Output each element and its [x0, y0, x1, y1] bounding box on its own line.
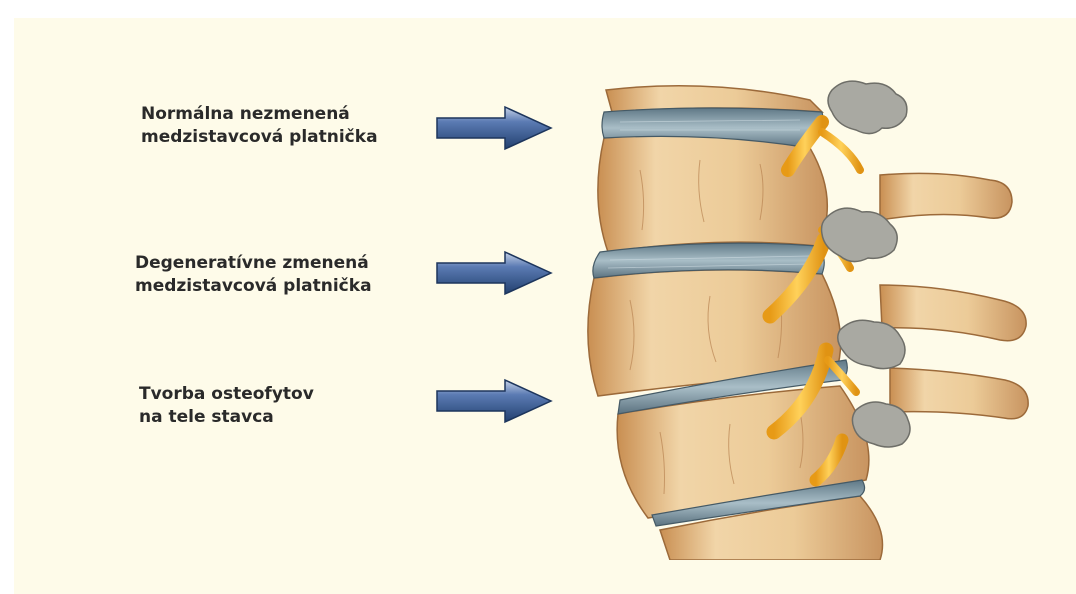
arrow-right-icon — [435, 378, 555, 424]
label-degenerated-disc-line2: medzistavcová platnička — [135, 275, 372, 298]
label-normal-disc-line1: Normálna nezmenená — [141, 103, 378, 126]
label-osteophytes: Tvorba osteofytov na tele stavca — [139, 383, 314, 429]
spine-illustration — [560, 60, 1040, 560]
label-normal-disc: Normálna nezmenená medzistavcová platnič… — [141, 103, 378, 149]
arrow-right-icon — [435, 105, 555, 151]
label-osteophytes-line1: Tvorba osteofytov — [139, 383, 314, 406]
label-degenerated-disc-line1: Degeneratívne zmenená — [135, 252, 372, 275]
label-normal-disc-line2: medzistavcová platnička — [141, 126, 378, 149]
arrow-right-icon — [435, 250, 555, 296]
label-osteophytes-line2: na tele stavca — [139, 406, 314, 429]
label-degenerated-disc: Degeneratívne zmenená medzistavcová plat… — [135, 252, 372, 298]
spinous-processes — [880, 173, 1028, 418]
